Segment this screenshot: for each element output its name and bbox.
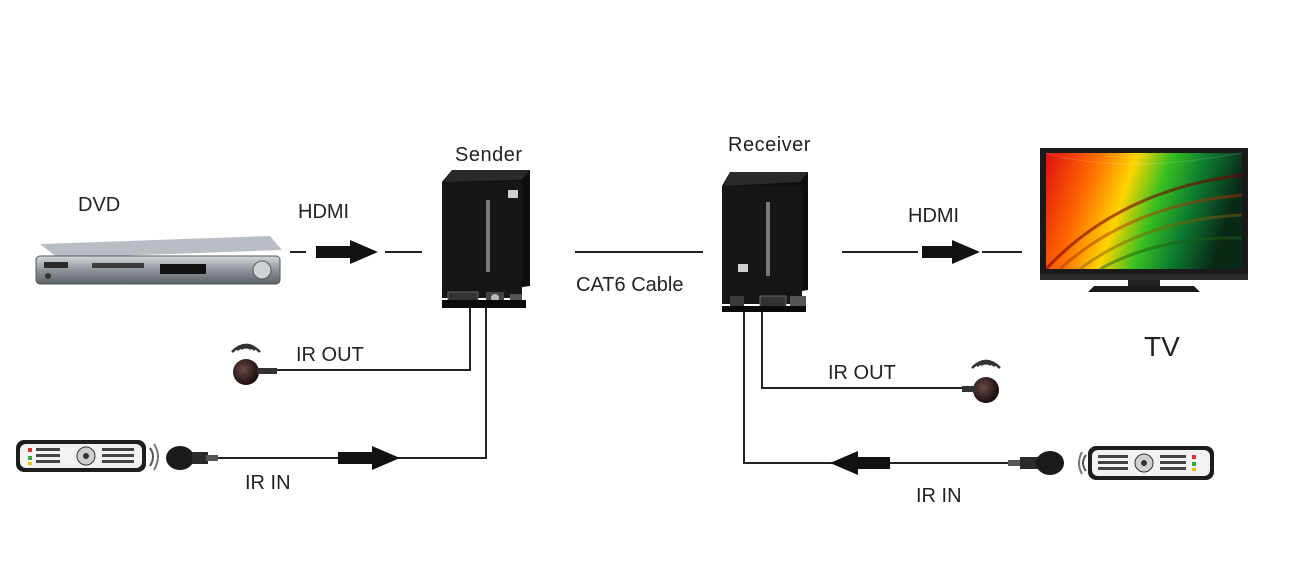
ir-emitter-icon bbox=[962, 359, 1001, 403]
dvd-label: DVD bbox=[78, 194, 121, 216]
ir-out-link-left bbox=[231, 308, 471, 385]
ir-in-right-label: IR IN bbox=[916, 485, 962, 507]
receiver-label: Receiver bbox=[728, 134, 811, 156]
arrow-icon bbox=[830, 451, 890, 475]
ir-out-link-right bbox=[761, 312, 1001, 403]
receiver-extender-icon bbox=[722, 172, 808, 312]
arrow-icon bbox=[316, 240, 378, 264]
dvd-player-icon bbox=[35, 236, 282, 285]
sender-label: Sender bbox=[455, 144, 523, 166]
hdmi-link-left bbox=[290, 240, 422, 264]
ir-in-link-left bbox=[16, 308, 487, 472]
ir-in-link-right bbox=[743, 312, 1214, 480]
arrow-icon bbox=[922, 240, 980, 264]
tv-icon bbox=[1040, 148, 1248, 292]
cable-label: CAT6 Cable bbox=[576, 274, 684, 296]
ir-receiver-icon bbox=[166, 446, 218, 470]
remote-control-icon bbox=[1078, 446, 1214, 480]
tv-label: TV bbox=[1144, 331, 1180, 362]
ir-receiver-icon bbox=[1008, 451, 1064, 475]
ir-in-left-label: IR IN bbox=[245, 472, 291, 494]
ir-emitter-icon bbox=[231, 343, 277, 385]
hdmi-link-right bbox=[842, 240, 1022, 264]
ir-out-right-label: IR OUT bbox=[828, 362, 896, 384]
sender-extender-icon bbox=[442, 170, 530, 308]
hdmi-left-label: HDMI bbox=[298, 201, 350, 223]
hdmi-right-label: HDMI bbox=[908, 205, 960, 227]
arrow-icon bbox=[338, 446, 400, 470]
ir-out-left-label: IR OUT bbox=[296, 344, 364, 366]
remote-control-icon bbox=[16, 440, 159, 472]
